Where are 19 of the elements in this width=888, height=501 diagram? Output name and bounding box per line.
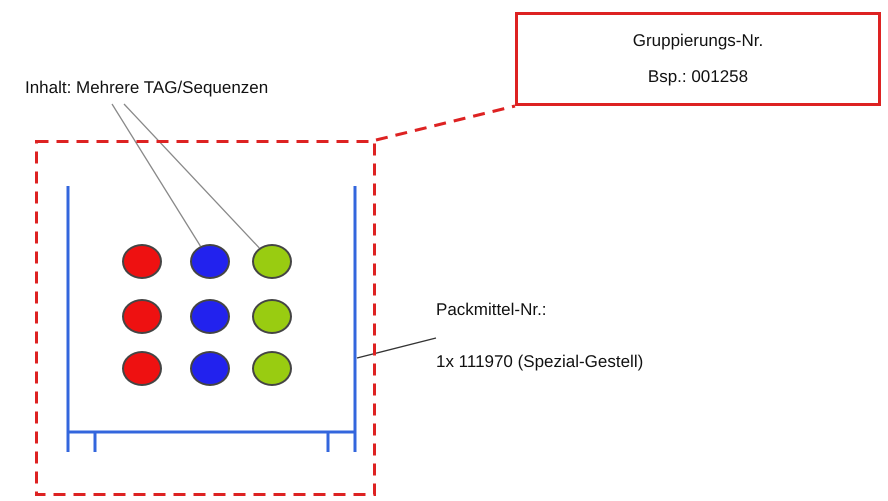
circle-marker [252,351,292,386]
circle-marker [122,351,162,386]
heading-text: Gruppierungs-Nr. [632,31,764,51]
callout-box [515,12,881,106]
value-text: Bsp.: 001258 [648,67,748,87]
circle-marker [122,299,162,334]
circle-marker [252,299,292,334]
annotation-text: 1x 111970 (Spezial-Gestell) [436,352,644,372]
annotation-text: Packmittel-Nr.: [436,300,548,320]
leader-line [124,104,260,248]
leader-line [356,337,436,359]
annotation-text: Inhalt: Mehrere TAG/Sequenzen [25,78,268,104]
circle-marker [190,299,230,334]
circle-marker [190,244,230,279]
circle-marker [122,244,162,279]
circle-marker [252,244,292,279]
circle-marker [190,351,230,386]
dashed-connector [376,104,516,142]
leader-line [111,104,201,246]
